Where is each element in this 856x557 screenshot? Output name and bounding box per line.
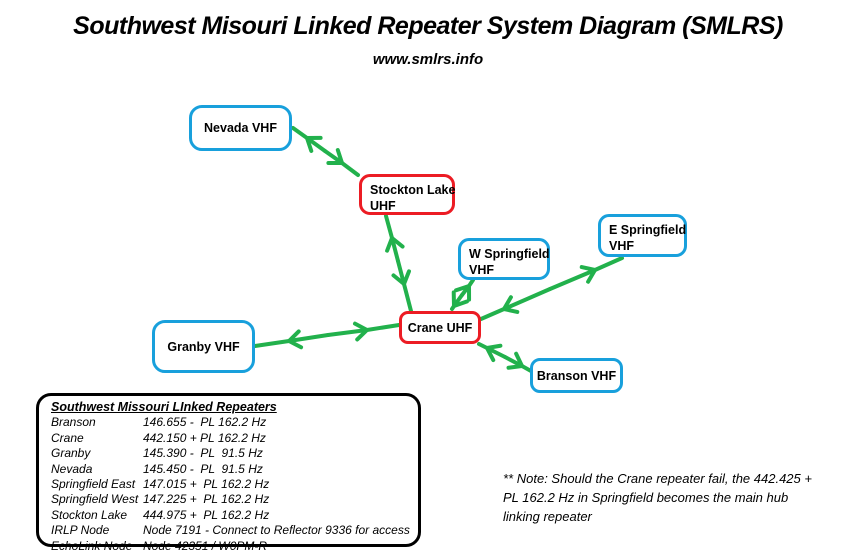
page-title: Southwest Misouri Linked Repeater System… (73, 12, 783, 40)
node-label: E Springfield (609, 223, 687, 237)
repeater-frequency: 147.015 + PL 162.2 Hz (143, 477, 270, 492)
legend-row: Nevada 145.450 - PL 91.5 Hz (51, 462, 418, 477)
legend-row: Granby 145.390 - PL 91.5 Hz (51, 446, 418, 461)
legend-row: EchoLink Node Node 42351 / W0PM-R (51, 539, 418, 554)
repeater-name: IRLP Node (51, 523, 110, 538)
link-stockton-to-crane (391, 259, 413, 313)
node-label: VHF (469, 263, 494, 277)
link-crane-to-stockton (384, 214, 405, 263)
note-line: ** Note: Should the Crane repeater fail,… (503, 471, 812, 486)
legend-row: Branson 146.655 - PL 162.2 Hz (51, 415, 418, 430)
note-line: linking repeater (503, 509, 592, 524)
link-nevada-to-stockton (323, 148, 360, 177)
node-label: UHF (370, 199, 396, 213)
node-label: Granby VHF (167, 339, 240, 354)
node-label: VHF (609, 239, 634, 253)
repeater-frequency: 147.225 + PL 162.2 Hz (143, 492, 270, 507)
note-text: ** Note: Should the Crane repeater fail,… (503, 469, 856, 526)
link-crane-to-wspringfield (454, 278, 475, 302)
repeater-name: Nevada (51, 461, 93, 476)
node-label: Stockton Lake (370, 183, 456, 197)
node-label: Branson VHF (536, 368, 617, 383)
repeater-frequency: 145.450 - PL 91.5 Hz (143, 461, 263, 476)
repeater-frequency: 145.390 - PL 91.5 Hz (143, 446, 263, 461)
node-label: Crane UHF (407, 320, 473, 335)
link-branson-to-crane (477, 342, 507, 363)
repeater-name: Crane (51, 430, 84, 445)
repeater-name: Springfield West (51, 492, 139, 507)
link-espringfield-to-crane (479, 287, 552, 321)
repeater-name: Springfield East (51, 477, 136, 492)
link-crane-to-granby (253, 329, 330, 350)
link-granby-to-crane (326, 321, 401, 342)
legend-row: Crane 442.150 + PL 162.2 Hz (51, 431, 418, 446)
repeater-name: EchoLink Node (51, 538, 133, 553)
link-stockton-to-nevada (291, 126, 327, 153)
legend-box: Southwest Missouri LInked Repeaters Bran… (36, 393, 421, 553)
repeater-frequency: 146.655 - PL 162.2 Hz (143, 415, 267, 430)
node-crane-uhf: Crane UHF (399, 311, 481, 344)
website-url: www.smlrs.info (372, 51, 484, 68)
link-wspringfield-to-crane (450, 290, 469, 311)
repeater-frequency: Node 42351 / W0PM-R (143, 538, 268, 553)
repeater-name: Branson (51, 415, 96, 430)
repeater-name: Granby (51, 446, 91, 461)
note-line: PL 162.2 Hz in Springfield becomes the m… (503, 490, 789, 505)
repeater-frequency: Node 7191 - Connect to Reflector 9336 fo… (143, 523, 410, 538)
link-crane-to-branson (503, 351, 533, 373)
repeater-frequency: 444.975 + PL 162.2 Hz (143, 507, 270, 522)
legend-row: Springfield East 147.015 + PL 162.2 Hz (51, 477, 418, 492)
legend-row: Springfield West 147.225 + PL 162.2 Hz (51, 492, 418, 507)
node-nevada-vhf: Nevada VHF (189, 105, 292, 151)
node-stockton-lake-uhf: Stockton Lake UHF (359, 174, 455, 215)
node-branson-vhf: Branson VHF (530, 358, 623, 393)
node-label: W Springfield (469, 247, 550, 261)
node-granby-vhf: Granby VHF (152, 320, 255, 373)
legend-row: Stockton Lake 444.975 + PL 162.2 Hz (51, 508, 418, 523)
legend-title: Southwest Missouri LInked Repeaters (51, 400, 277, 414)
node-label: Nevada VHF (204, 121, 277, 135)
node-e-springfield-vhf: E Springfield VHF (598, 214, 687, 257)
legend-row: IRLP Node Node 7191 - Connect to Reflect… (51, 523, 418, 538)
link-crane-to-espringfield (548, 256, 624, 291)
repeater-frequency: 442.150 + PL 162.2 Hz (143, 430, 266, 445)
repeater-name: Stockton Lake (51, 507, 128, 522)
node-w-springfield-vhf: W Springfield VHF (458, 238, 550, 280)
